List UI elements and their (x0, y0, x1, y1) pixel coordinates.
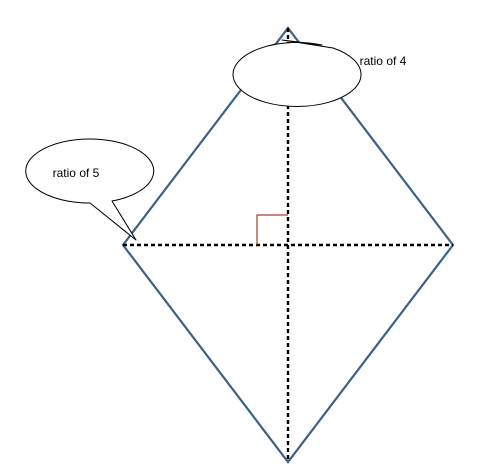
rhombus-outline (121, 26, 455, 464)
callout-left-text: ratio of 5 (53, 166, 100, 180)
callout-top: ratio of 4 (232, 39, 407, 107)
callout-left: ratio of 5 (25, 138, 155, 241)
right-angle-marker (256, 214, 288, 245)
callout-top-bubble (232, 39, 362, 107)
callout-top-text: ratio of 4 (360, 54, 407, 68)
callout-left-bubble (25, 138, 155, 241)
